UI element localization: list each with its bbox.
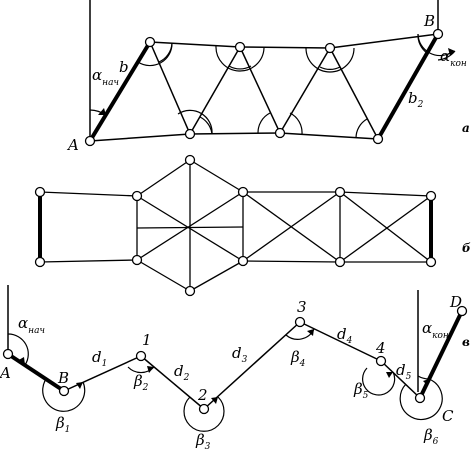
label-side-d1: d1	[92, 348, 107, 369]
node	[184, 128, 196, 140]
label-beta-5: β5	[353, 380, 369, 401]
node	[184, 154, 196, 166]
label-alpha-start: αнач	[92, 66, 119, 88]
node	[324, 42, 336, 54]
base-b	[88, 40, 152, 143]
arrowhead-beta5	[386, 372, 393, 378]
node-B	[432, 28, 444, 40]
label-vertex-1: 1	[142, 331, 152, 349]
arrowhead-beta3	[211, 397, 218, 404]
label-point-A: A	[0, 364, 11, 382]
node-4	[375, 355, 387, 367]
node-3	[294, 316, 306, 328]
base-AB	[6, 352, 66, 393]
label-beta-6: β6	[423, 426, 439, 447]
node	[237, 186, 249, 198]
panel-c-edges	[7, 285, 421, 410]
label-alpha-end: αкон	[440, 47, 467, 69]
panel-c-traverse: A B C D 1 2 3 4 αнач αкон d1 d2 d3 d4 d5	[0, 285, 470, 452]
label-side-d4: d4	[337, 325, 353, 346]
panel-b-network: б	[34, 154, 471, 297]
panel-b-edges	[39, 159, 432, 292]
arrowhead-beta1	[76, 382, 83, 389]
arrowhead-alpha-end	[448, 48, 455, 56]
label-point-A: A	[66, 136, 79, 154]
node-A	[2, 348, 14, 360]
node	[184, 285, 196, 297]
panel-a-edges	[89, 0, 439, 142]
arrowhead-alpha-start	[17, 357, 25, 365]
base-b2	[376, 33, 440, 140]
label-vertex-2: 2	[197, 386, 208, 404]
node-C	[414, 392, 426, 404]
label-point-B: B	[57, 369, 69, 387]
arrowhead-alpha-start	[98, 108, 106, 115]
label-beta-1: β1	[55, 414, 70, 435]
label-vertex-3: 3	[297, 298, 307, 316]
node-1	[135, 350, 147, 362]
node	[372, 133, 384, 145]
node	[425, 190, 437, 202]
panel-label-a: а	[462, 121, 470, 135]
label-alpha-end: αкон	[422, 319, 449, 341]
label-side-b2: b2	[408, 89, 424, 110]
node-2	[198, 403, 210, 415]
node	[131, 254, 143, 266]
panel-a-triangulation-chain: A B b b2 αнач αкон а	[66, 0, 470, 154]
label-beta-2: β2	[133, 372, 149, 393]
node-A	[84, 135, 96, 147]
label-beta-3: β3	[195, 431, 211, 452]
label-point-D: D	[449, 293, 462, 311]
node	[425, 256, 437, 268]
node	[131, 190, 143, 202]
label-point-C: C	[442, 407, 454, 425]
label-vertex-4: 4	[375, 339, 386, 357]
panel-label-c: в	[462, 335, 470, 349]
panel-c-nodes	[2, 305, 468, 415]
arrowhead-beta4	[307, 329, 314, 336]
panel-label-b: б	[462, 241, 471, 255]
node	[144, 36, 156, 48]
label-side-d3: d3	[232, 344, 248, 365]
arrowhead-beta2	[147, 366, 154, 373]
arrowhead-beta6	[423, 379, 429, 386]
panel-b-nodes	[34, 154, 437, 297]
panel-a-nodes	[84, 28, 444, 147]
label-alpha-start: αнач	[18, 314, 45, 336]
panel-a-angle-arcs	[89, 33, 456, 139]
label-side-d5: d5	[396, 361, 412, 382]
label-side-b: b	[119, 58, 129, 76]
node	[34, 186, 46, 198]
node	[34, 256, 46, 268]
node-D	[456, 305, 468, 317]
node	[234, 41, 246, 53]
node	[334, 256, 346, 268]
node-B	[58, 385, 70, 397]
node	[237, 255, 249, 267]
label-point-B: B	[423, 12, 435, 30]
node	[274, 127, 286, 139]
label-side-d2: d2	[174, 362, 190, 383]
label-beta-4: β4	[290, 348, 306, 369]
node	[334, 186, 346, 198]
